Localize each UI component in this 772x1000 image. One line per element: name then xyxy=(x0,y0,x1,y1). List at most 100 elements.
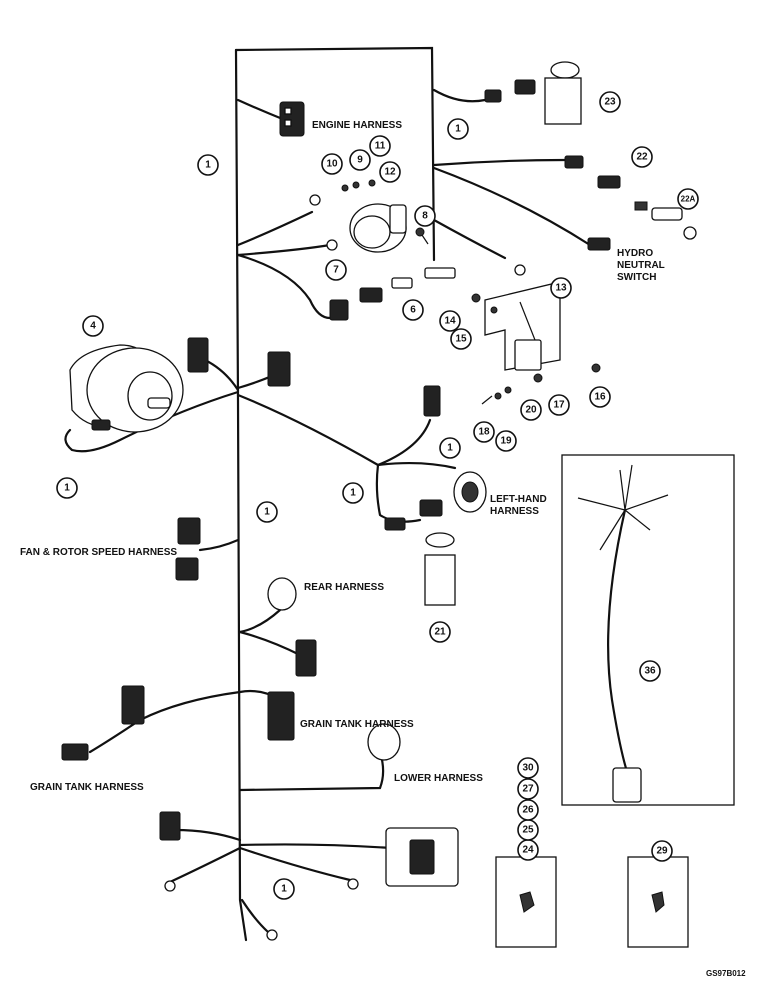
callout-group: 1111111467891011121314151617181920212222… xyxy=(56,91,699,900)
svg-text:7: 7 xyxy=(333,265,339,276)
label-grain-tank-left: GRAIN TANK HARNESS xyxy=(30,782,144,793)
callout-29: 29 xyxy=(651,840,673,862)
callout-20: 20 xyxy=(520,399,542,421)
inset-box-24-30 xyxy=(495,856,557,948)
multi-connector-group xyxy=(187,337,441,417)
callout-17: 17 xyxy=(548,394,570,416)
callout-13: 13 xyxy=(550,277,572,299)
svg-text:1: 1 xyxy=(281,884,287,895)
callout-24: 24 xyxy=(517,839,539,861)
label-fan-rotor: FAN & ROTOR SPEED HARNESS xyxy=(20,547,177,558)
svg-text:20: 20 xyxy=(525,405,537,416)
svg-text:21: 21 xyxy=(434,627,446,638)
svg-text:1: 1 xyxy=(350,488,356,499)
inset-box-36 xyxy=(561,454,735,806)
grain-tank-right-connector xyxy=(267,691,295,741)
bottom-connectors xyxy=(159,811,459,887)
callout-1: 1 xyxy=(342,482,364,504)
callout-26: 26 xyxy=(517,799,539,821)
label-engine-harness: ENGINE HARNESS xyxy=(312,120,402,131)
inset-box-29 xyxy=(627,856,689,948)
callout-1: 1 xyxy=(197,154,219,176)
hardware-14-20 xyxy=(471,293,601,405)
callout-11: 11 xyxy=(369,135,391,157)
svg-text:11: 11 xyxy=(375,141,386,152)
callout-8: 8 xyxy=(414,205,436,227)
callout-1: 1 xyxy=(273,878,295,900)
svg-text:1: 1 xyxy=(264,507,270,518)
svg-text:9: 9 xyxy=(357,155,363,166)
grain-tank-left-connectors xyxy=(61,685,145,761)
svg-text:29: 29 xyxy=(656,846,668,857)
label-left-hand: LEFT-HAND xyxy=(490,494,547,505)
callout-18: 18 xyxy=(473,421,495,443)
connector-21 xyxy=(384,499,456,606)
callout-36: 36 xyxy=(639,660,661,682)
callout-19: 19 xyxy=(495,430,517,452)
callout-12: 12 xyxy=(379,161,401,183)
callout-1: 1 xyxy=(256,501,278,523)
callout-1: 1 xyxy=(56,477,78,499)
label-grain-tank-right: GRAIN TANK HARNESS xyxy=(300,719,414,730)
svg-text:1: 1 xyxy=(64,483,70,494)
svg-text:16: 16 xyxy=(594,392,606,403)
speed-sensor-7 xyxy=(349,203,407,253)
callout-16: 16 xyxy=(589,386,611,408)
svg-text:17: 17 xyxy=(553,400,565,411)
callout-22: 22 xyxy=(631,146,653,168)
callout-9: 9 xyxy=(349,149,371,171)
label-switch: SWITCH xyxy=(617,272,656,283)
callout-23: 23 xyxy=(599,91,621,113)
engine-harness-connector xyxy=(279,101,305,137)
callout-14: 14 xyxy=(439,310,461,332)
rear-harness-connectors xyxy=(267,577,317,677)
callout-1: 1 xyxy=(447,118,469,140)
svg-text:22A: 22A xyxy=(681,195,696,204)
callout-15: 15 xyxy=(450,328,472,350)
callout-7: 7 xyxy=(325,259,347,281)
svg-text:6: 6 xyxy=(410,305,416,316)
svg-text:15: 15 xyxy=(455,334,467,345)
callout-10: 10 xyxy=(321,153,343,175)
svg-text:10: 10 xyxy=(326,159,338,170)
svg-text:25: 25 xyxy=(522,825,534,836)
ground-ring-leads xyxy=(164,194,526,941)
svg-text:1: 1 xyxy=(455,124,461,135)
svg-text:30: 30 xyxy=(522,763,534,774)
svg-text:1: 1 xyxy=(447,443,453,454)
callout-22A: 22A xyxy=(677,188,699,210)
label-rear-harness: REAR HARNESS xyxy=(304,582,384,593)
svg-text:12: 12 xyxy=(384,167,396,178)
label-lower-harness: LOWER HARNESS xyxy=(394,773,483,784)
svg-text:18: 18 xyxy=(478,427,490,438)
callout-1: 1 xyxy=(439,437,461,459)
svg-text:23: 23 xyxy=(604,97,616,108)
connector-22 xyxy=(564,155,697,240)
callout-6: 6 xyxy=(402,299,424,321)
callout-4: 4 xyxy=(82,315,104,337)
left-hand-harness-connector xyxy=(453,471,487,513)
svg-text:13: 13 xyxy=(555,283,567,294)
callout-21: 21 xyxy=(429,621,451,643)
callout-25: 25 xyxy=(517,819,539,841)
screw-8 xyxy=(415,227,429,245)
svg-text:26: 26 xyxy=(522,805,534,816)
svg-text:36: 36 xyxy=(644,666,656,677)
svg-text:27: 27 xyxy=(522,784,534,795)
bracket-13 xyxy=(484,281,561,383)
lower-harness-connector xyxy=(367,723,401,761)
motor-4 xyxy=(69,344,184,433)
hardware-9-12 xyxy=(341,179,376,192)
callout-27: 27 xyxy=(517,778,539,800)
solenoid-23 xyxy=(484,61,582,125)
label-neutral: NEUTRAL xyxy=(617,260,665,271)
label-figure-code: GS97B012 xyxy=(706,969,746,978)
label-hydro: HYDRO xyxy=(617,248,653,259)
fan-rotor-connectors xyxy=(175,517,201,581)
svg-text:4: 4 xyxy=(90,321,96,332)
svg-text:8: 8 xyxy=(422,211,428,222)
svg-text:22: 22 xyxy=(636,152,648,163)
hydro-neutral-switch-connector xyxy=(587,237,611,251)
svg-text:1: 1 xyxy=(205,160,211,171)
